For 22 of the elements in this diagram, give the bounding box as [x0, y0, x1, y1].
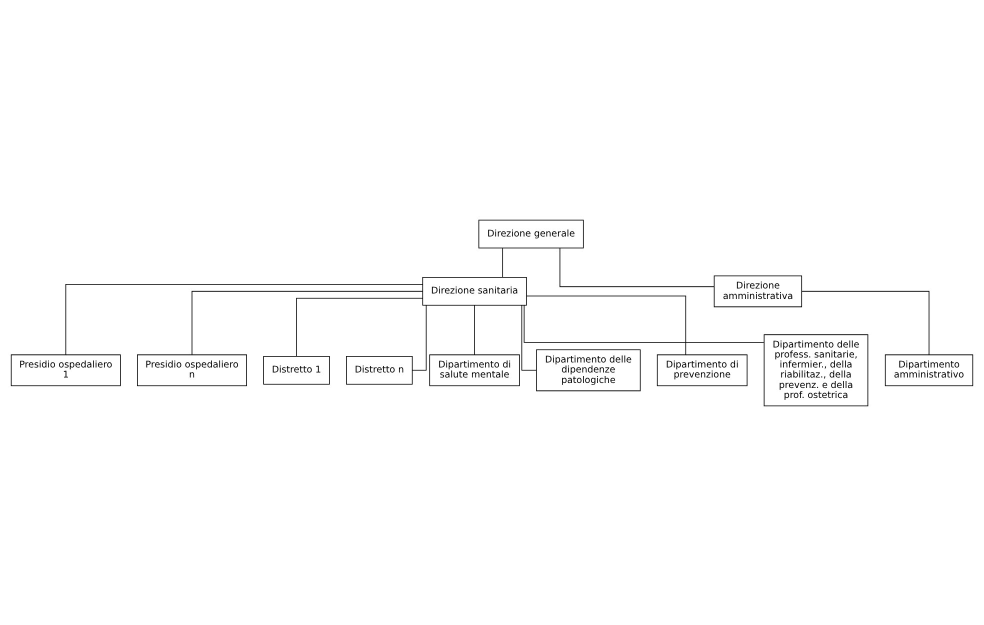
node-box: Dipartimento di prevenzione [656, 354, 748, 386]
connector [192, 290, 423, 355]
node-box: Dipartimento di salute mentale [429, 354, 520, 386]
node-box: Presidio ospedaliero 1 [10, 354, 121, 386]
node-box: Dipartimento delle dipendenze patologiche [536, 348, 641, 391]
node-box: Direzione generale [478, 219, 584, 248]
node-box: Presidio ospedaliero n [137, 354, 247, 386]
node-box: Dipartimento delle profess. sanitarie, infermier., della riabilitaz., della prevenz. e della prof. ostetrica [764, 334, 868, 406]
connector [524, 304, 764, 342]
connector [296, 297, 423, 356]
connector [502, 247, 504, 278]
connector [560, 247, 714, 287]
connector [801, 290, 930, 355]
connector [521, 304, 537, 370]
node-box: Dipartimento amministrativo [884, 354, 974, 386]
connector [526, 295, 686, 354]
connector [474, 304, 475, 355]
node-box: Distretto n [346, 355, 413, 384]
node-box: Distretto 1 [263, 355, 330, 384]
connector [65, 283, 423, 355]
node-box: Direzione amministrativa [714, 274, 802, 307]
node-box: Direzione sanitaria [422, 276, 527, 306]
